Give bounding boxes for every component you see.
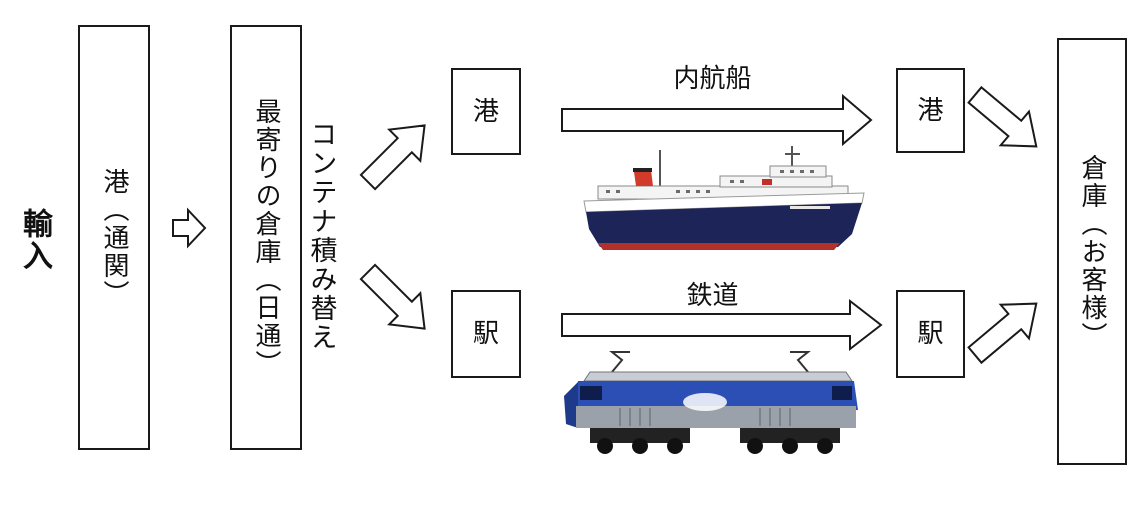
node-dest-port: 港 <box>896 68 965 153</box>
arrow-port-to-customer <box>967 85 1038 148</box>
locomotive-lower-body <box>576 406 856 428</box>
node-nearest-warehouse-label: 最寄りの倉庫（日通） <box>251 97 281 378</box>
container-transfer-label: コンテナ積み替え <box>303 108 339 363</box>
node-nearest-warehouse: 最寄りの倉庫（日通） <box>230 25 302 450</box>
route-rail-text: 鉄道 <box>686 281 739 311</box>
arrow-customs-to-warehouse <box>172 207 207 249</box>
ship-illustration <box>583 146 865 250</box>
route-rail-label: 鉄道 <box>655 279 770 313</box>
import-label-text: 輸入 <box>17 208 52 272</box>
node-origin-port: 港 <box>451 68 521 155</box>
node-origin-port-label: 港 <box>472 96 499 127</box>
arrow-station-to-customer <box>967 302 1038 365</box>
arrow-sea-route <box>561 93 873 147</box>
locomotive-illustration <box>564 351 858 454</box>
route-sea-label: 内航船 <box>645 62 780 96</box>
ship-hull <box>586 203 862 247</box>
ship-waterline <box>598 243 840 250</box>
node-dest-station-label: 駅 <box>917 319 944 349</box>
route-sea-text: 内航船 <box>673 64 752 94</box>
arrow-rail-route <box>561 298 883 352</box>
node-customer-warehouse: 倉庫（お客様） <box>1057 38 1127 465</box>
ship-funnel <box>634 170 653 186</box>
node-customs-port-label: 港（通関） <box>99 167 129 308</box>
arrow-transfer-to-port <box>359 124 426 191</box>
node-customs-port: 港（通関） <box>78 25 150 450</box>
import-label: 輸入 <box>12 190 56 290</box>
container-transfer-text: コンテナ積み替え <box>305 119 337 352</box>
node-dest-port-label: 港 <box>917 95 944 126</box>
node-origin-station: 駅 <box>451 290 521 378</box>
arrow-transfer-to-station <box>359 263 426 330</box>
node-origin-station-label: 駅 <box>472 319 499 349</box>
node-dest-station: 駅 <box>896 290 965 378</box>
node-customer-warehouse-label: 倉庫（お客様） <box>1077 153 1107 350</box>
